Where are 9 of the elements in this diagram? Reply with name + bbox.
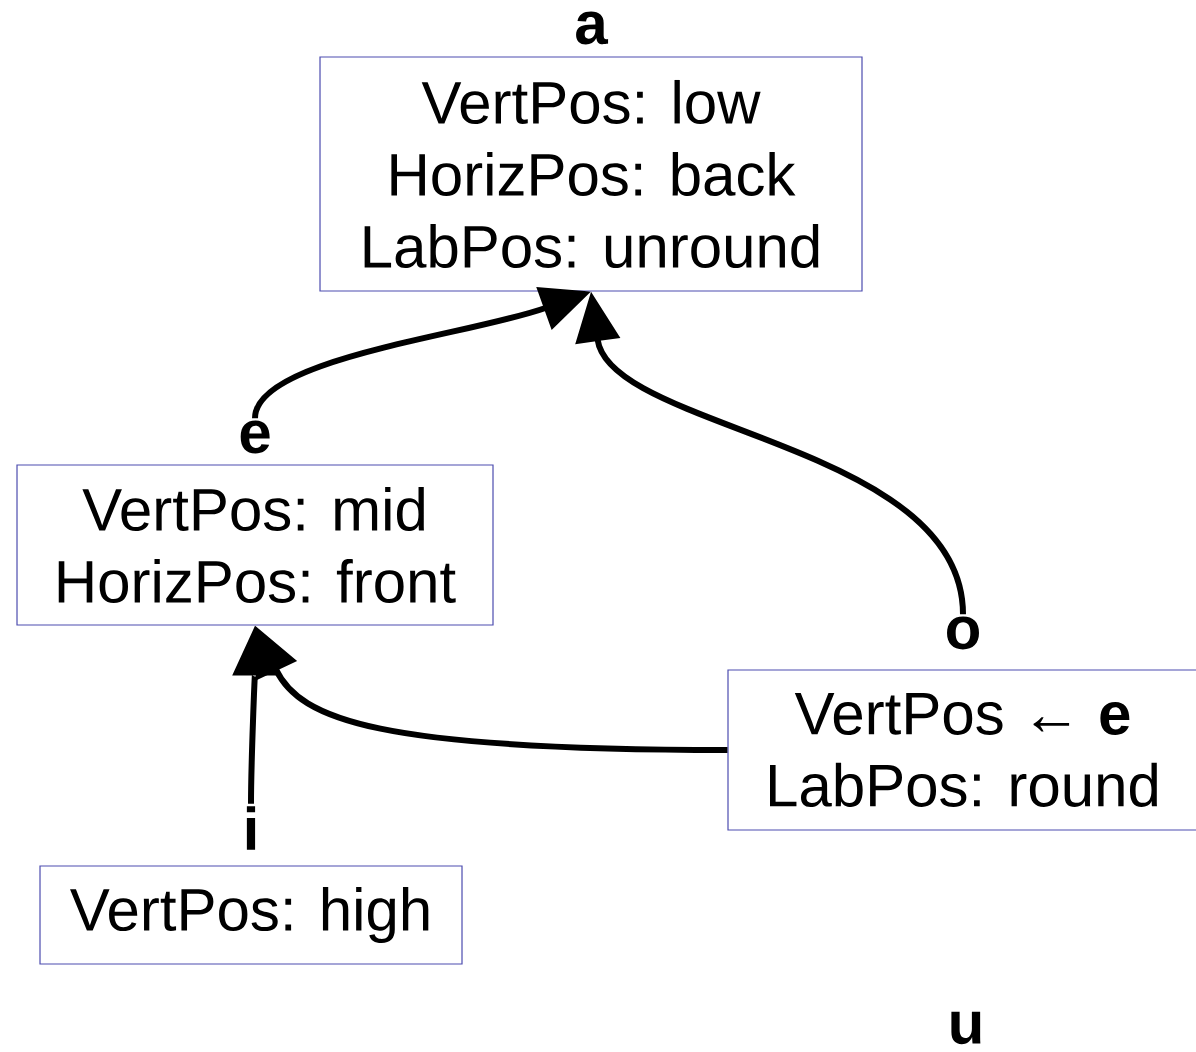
feature-box: VertPos ← e LabPos: round	[727, 669, 1196, 831]
feature-box: VertPos: high	[39, 865, 463, 965]
heading: e	[240, 420, 270, 454]
heading: u	[951, 1011, 981, 1045]
feature-box: VertPos: low HorizPos: back LabPos: unround	[319, 56, 863, 292]
feature-box: VertPos: mid HorizPos: front	[16, 464, 494, 626]
heading: i	[246, 806, 256, 850]
heading: o	[947, 616, 979, 650]
heading: a	[576, 11, 609, 45]
